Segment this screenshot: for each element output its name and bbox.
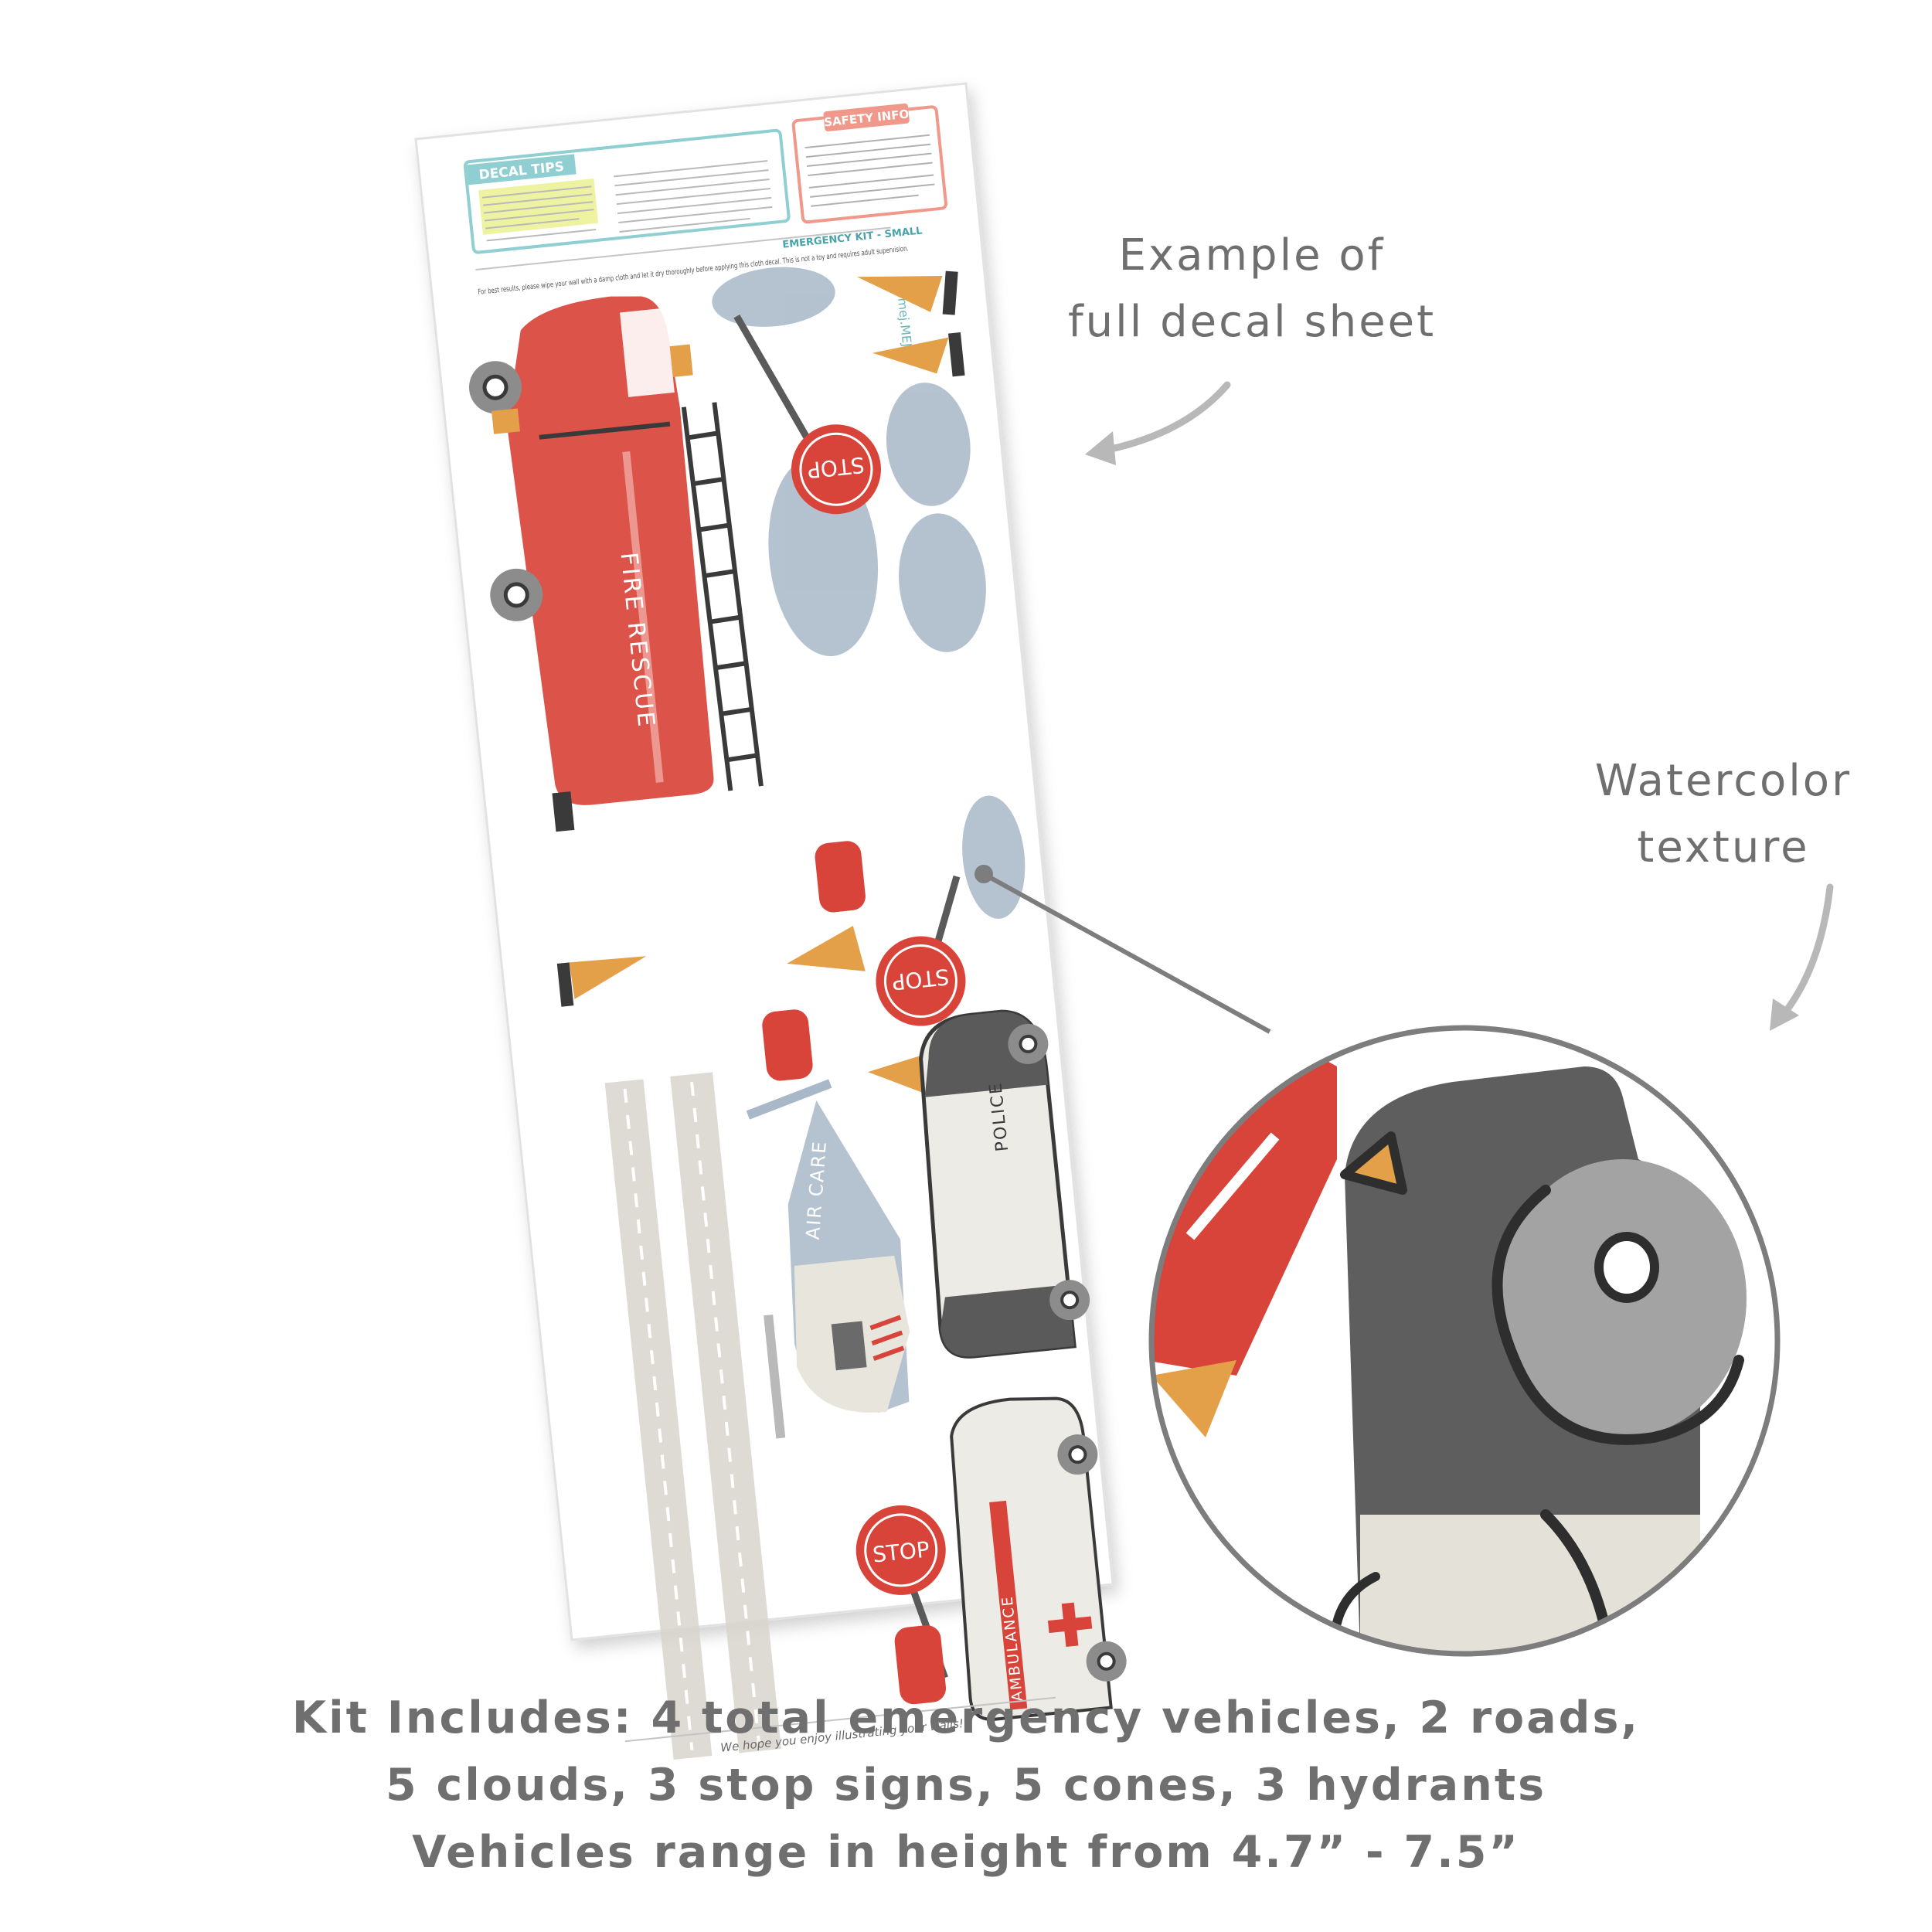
arrow-icon [1774, 883, 1834, 1026]
stop-sign-1-label: STOP [806, 452, 866, 483]
magnify-circle-icon [1148, 1025, 1781, 1657]
caption-line-3: Vehicles range in height from 4.7” - 7.5… [412, 1827, 1520, 1878]
example-label-line-1: Example of [1118, 230, 1386, 281]
helicopter-decal: AIR CARE [746, 1079, 910, 1439]
kit-caption: Kit Includes: 4 total emergency vehicles… [155, 1685, 1777, 1886]
stop-sign-3-label: STOP [872, 1536, 931, 1567]
decal-sheet: DECAL TIPS SAFETY INFO [414, 82, 1127, 1760]
watercolor-label-line-1: Watercolor [1594, 756, 1852, 806]
arrow-icon [1770, 998, 1799, 1031]
arrow-icon [1085, 431, 1116, 465]
ambulance-decal: AMBULANCE [950, 1396, 1127, 1721]
police-car-decal: POLICE [919, 1009, 1090, 1359]
watercolor-label-line-2: texture [1637, 822, 1810, 872]
watercolor-label: Watercolor texture [1538, 748, 1909, 881]
example-label-line-2: full decal sheet [1067, 297, 1437, 347]
fire-truck-decal: FIRE RESCUE [468, 296, 764, 832]
hydrants-decal [762, 841, 947, 1705]
stop-signs-decal: STOP STOP STOP [733, 314, 966, 1679]
caption-line-2: 5 clouds, 3 stop signs, 5 cones, 3 hydra… [385, 1760, 1547, 1811]
decal-tips-box: DECAL TIPS [463, 128, 791, 254]
safety-info-box: SAFETY INFO [791, 103, 947, 224]
stop-sign-2-label: STOP [891, 964, 951, 995]
caption-line-1: Kit Includes: 4 total emergency vehicles… [291, 1692, 1641, 1743]
arrow-icon [1092, 381, 1231, 456]
roads-decal [604, 1072, 781, 1760]
example-label: Example of full decal sheet [1036, 223, 1468, 355]
